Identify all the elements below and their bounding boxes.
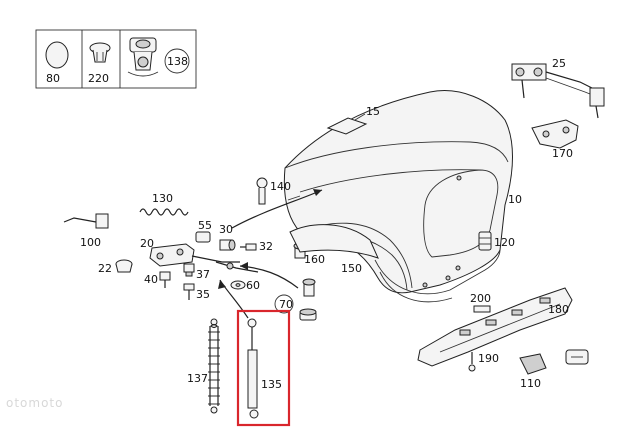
- part-70-grommet: [274, 278, 317, 321]
- hinge-rod: [215, 261, 259, 273]
- part-15-emblem: [326, 113, 368, 135]
- label-32: 32: [259, 240, 273, 253]
- highlight-box-135: [236, 309, 291, 427]
- label-55: 55: [198, 219, 212, 232]
- label-110: 110: [520, 377, 541, 390]
- label-20: 20: [140, 237, 154, 250]
- label-35: 35: [196, 288, 210, 301]
- label-160: 160: [304, 253, 325, 266]
- part-100-rod: [63, 213, 109, 229]
- part-60-washer: [230, 280, 246, 290]
- inset-small-parts: 80 220 138: [35, 29, 197, 89]
- part-25-lock-assembly: [511, 63, 605, 119]
- label-138: 138: [167, 55, 188, 68]
- label-135: 135: [261, 378, 282, 391]
- label-80: 80: [46, 72, 60, 85]
- label-25: 25: [552, 57, 566, 70]
- license-plate-recess: [423, 169, 499, 258]
- part-32-screw: [240, 243, 257, 251]
- watermark: otomoto: [6, 396, 64, 410]
- label-60: 60: [246, 279, 260, 292]
- label-137: 137: [187, 372, 208, 385]
- part-140-bolt: [256, 177, 268, 205]
- part-30-bushing: [219, 239, 236, 251]
- part-55-cap: [195, 231, 211, 243]
- label-130: 130: [152, 192, 173, 205]
- part-138-grommet: [127, 37, 190, 77]
- label-100: 100: [80, 236, 101, 249]
- callout-circle-138: [164, 48, 190, 74]
- label-150: 150: [341, 262, 362, 275]
- part-220-clip: [89, 42, 111, 63]
- label-190: 190: [478, 352, 499, 365]
- part-10-trunk-lid: [283, 90, 513, 303]
- label-30: 30: [219, 223, 233, 236]
- part-200-clip: [473, 305, 491, 313]
- part-20-hinge: [149, 243, 240, 267]
- inset-frame: [35, 29, 197, 89]
- label-120: 120: [494, 236, 515, 249]
- label-37: 37: [196, 268, 210, 281]
- label-220: 220: [88, 72, 109, 85]
- label-200: 200: [470, 292, 491, 305]
- part-170-bracket: [531, 119, 579, 149]
- label-22: 22: [98, 262, 112, 275]
- label-70: 70: [279, 298, 293, 311]
- label-180: 180: [548, 303, 569, 316]
- label-170: 170: [552, 147, 573, 160]
- label-140: 140: [270, 180, 291, 193]
- part-150-lining: [289, 224, 379, 259]
- part-40-bolt: [159, 271, 171, 288]
- label-15: 15: [366, 105, 380, 118]
- part-135-gas-strut: [247, 318, 259, 419]
- part-180-panel: [417, 287, 573, 367]
- label-40: 40: [144, 273, 158, 286]
- part-37-nut: [183, 263, 195, 277]
- part-80-plug: [45, 41, 69, 69]
- part-130-spring: [139, 208, 189, 216]
- part-137-spring: [208, 318, 220, 414]
- part-120-bumpstop: [478, 231, 492, 251]
- part-110-handle: [519, 349, 589, 375]
- part-35-bolt: [183, 283, 195, 300]
- part-190-screw: [468, 352, 476, 372]
- label-10: 10: [508, 193, 522, 206]
- part-22-buffer: [115, 259, 133, 273]
